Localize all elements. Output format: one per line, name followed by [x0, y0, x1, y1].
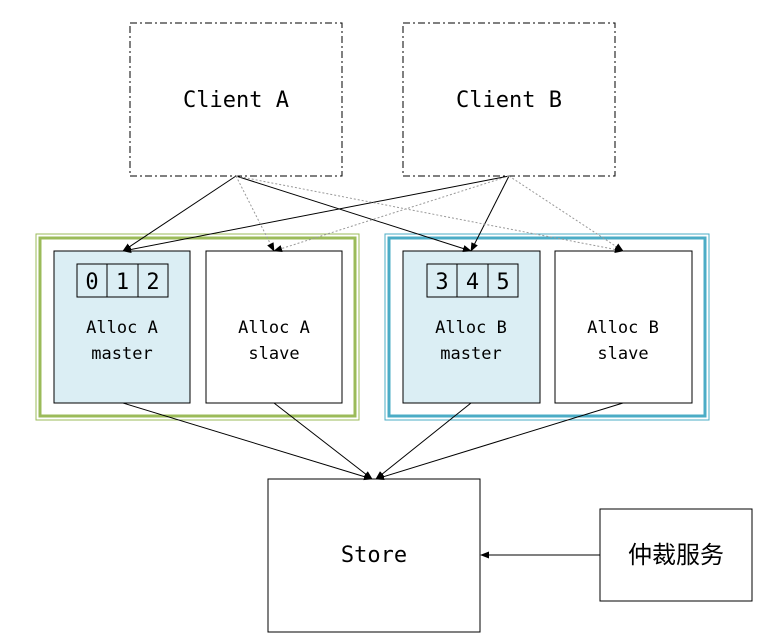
edge-client-b-to-alloc-a-slave: [273, 175, 510, 252]
edge-client-a-to-alloc-a-slave: [235, 175, 275, 252]
edge-client-a-to-alloc-b-slave: [235, 175, 624, 253]
alloc-a-slave-title: Alloc A: [238, 318, 310, 338]
alloc-b-master-role: master: [440, 344, 501, 364]
edge-client-a-to-alloc-a-master: [122, 175, 237, 252]
edge-alloc-a-master-to-store: [122, 402, 373, 481]
arbiter-label: 仲裁服务: [628, 541, 724, 569]
alloc-a-slave-role: slave: [248, 344, 299, 364]
client-a-label: Client A: [183, 88, 289, 113]
alloc-group-b: [384, 233, 710, 421]
alloc-b-slave-title: Alloc B: [587, 318, 659, 338]
alloc-a-master-title: Alloc A: [86, 318, 158, 338]
client-b-label: Client B: [456, 88, 562, 113]
alloc-b-master-node: 3 4 5 Alloc B master: [402, 250, 541, 404]
edge-alloc-b-master-to-store: [375, 402, 472, 480]
edge-alloc-b-slave-to-store: [375, 402, 624, 481]
client-b-node: Client B: [402, 22, 616, 177]
alloc-b-master-title: Alloc B: [435, 318, 507, 338]
slot-4: 4: [466, 270, 479, 295]
slot-5: 5: [496, 270, 509, 295]
alloc-b-slave-node: Alloc B slave: [554, 250, 693, 404]
alloc-b-slave-role: slave: [597, 344, 648, 364]
store-label: Store: [341, 543, 407, 568]
edge-alloc-a-slave-to-store: [273, 402, 373, 480]
alloc-a-slave-node: Alloc A slave: [205, 250, 343, 404]
alloc-a-slots: 0 1 2: [76, 263, 169, 298]
alloc-a-master-node: 0 1 2 Alloc A master: [53, 250, 191, 404]
alloc-group-a: [35, 233, 360, 421]
slot-0: 0: [85, 270, 98, 295]
slot-3: 3: [435, 270, 448, 295]
store-node: Store: [267, 478, 481, 633]
alloc-b-slots: 3 4 5: [426, 263, 519, 298]
slot-2: 2: [146, 270, 159, 295]
client-a-node: Client A: [129, 22, 343, 177]
edge-client-a-to-alloc-b-master: [235, 175, 472, 252]
slot-1: 1: [116, 270, 129, 295]
alloc-a-master-role: master: [91, 344, 152, 364]
edge-client-b-to-alloc-a-master: [122, 175, 510, 253]
edge-client-b-to-alloc-b-slave: [508, 175, 624, 252]
edge-client-b-to-alloc-b-master: [470, 175, 510, 252]
arbiter-node: 仲裁服务: [599, 508, 753, 602]
